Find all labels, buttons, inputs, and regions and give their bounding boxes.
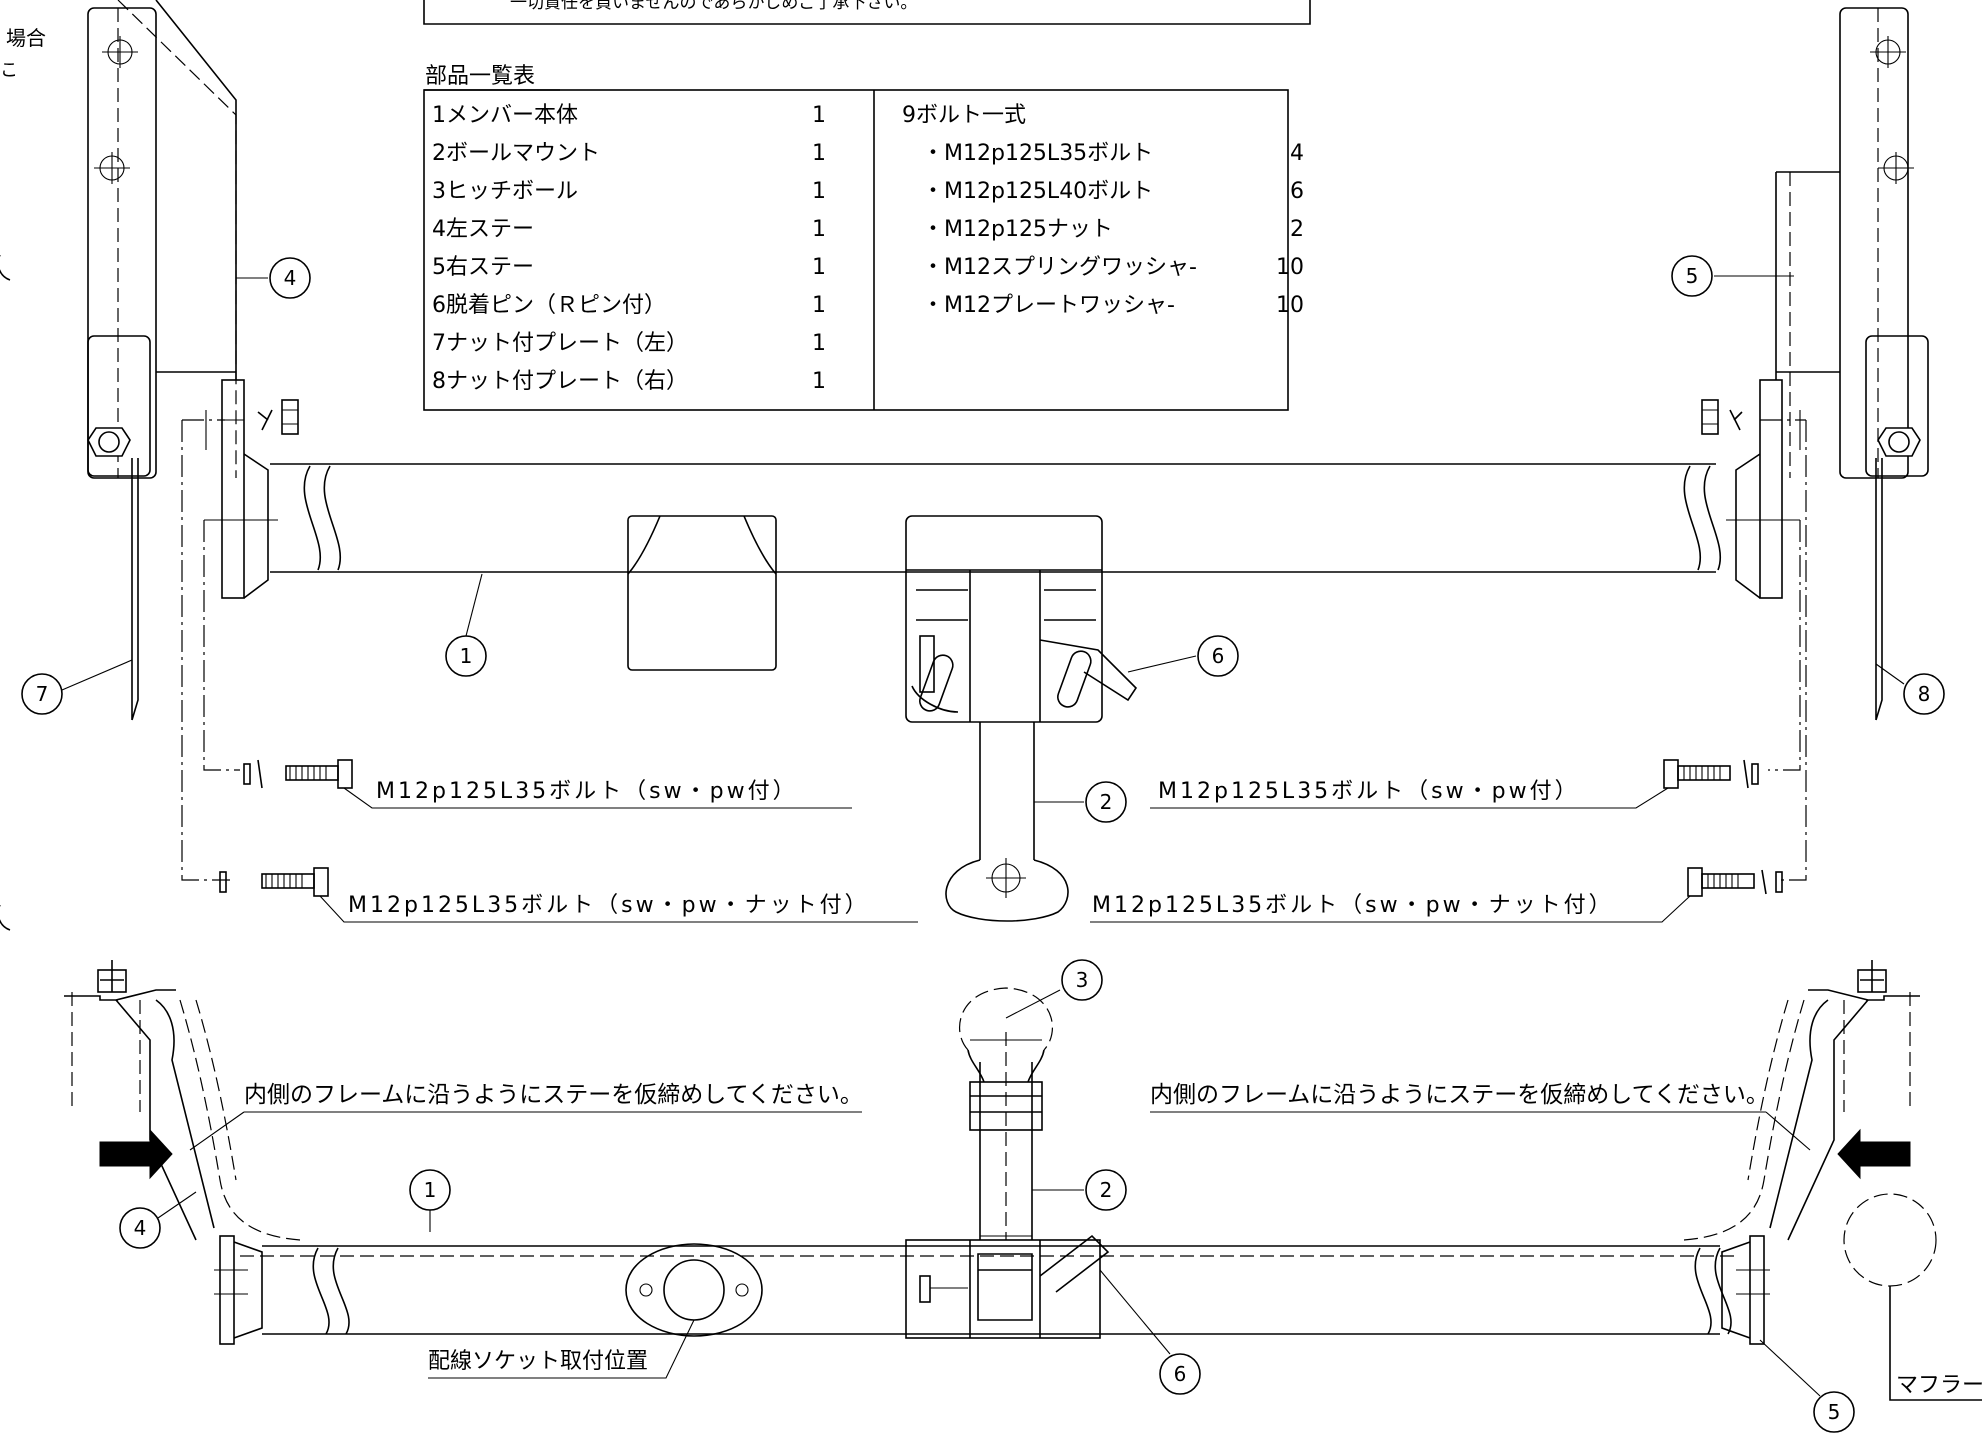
bolt-label-right-upper: M12p125L35ボルト（sw・pw付）: [1158, 779, 1580, 804]
note-right: 内側のフレームに沿うようにステーを仮締めしてください。: [1150, 1082, 1769, 1108]
svg-text:7: 7: [36, 682, 49, 706]
bolt-label-left-upper: M12p125L35ボルト（sw・pw付）: [376, 779, 798, 804]
part-qty-5: 1: [812, 255, 826, 280]
bolt-set-item-5: ・M12プレートワッシャ-: [922, 293, 1175, 318]
callout-7: 7: [21, 673, 63, 715]
member-bottom: [240, 987, 1740, 1339]
muffler: マフラー: [1843, 1193, 1982, 1401]
part-name-2: 2ボールマウント: [432, 141, 600, 166]
svg-text:1: 1: [460, 644, 473, 668]
callout-4-top: 4: [269, 257, 311, 299]
member-top: [270, 463, 1721, 922]
svg-text:5: 5: [1686, 264, 1699, 288]
bolt-set-item-1: ・M12p125L35ボルト: [922, 141, 1153, 166]
callout-5-bottom: 5: [1813, 1391, 1855, 1433]
bolt-set-qty-5: 10: [1276, 293, 1304, 318]
bolt-label-left-lower: M12p125L35ボルト（sw・pw・ナット付）: [348, 893, 870, 918]
svg-text:3: 3: [1076, 968, 1089, 992]
parts-table-title: 部品一覧表: [425, 64, 535, 89]
right-frame-bottom: [1683, 960, 1920, 1345]
callout-6-top: 6: [1197, 635, 1239, 677]
callout-1-top: 1: [445, 635, 487, 677]
socket-label: 配線ソケット取付位置: [428, 1349, 648, 1374]
bolt-set-qty-3: 2: [1290, 217, 1304, 242]
muffler-label: マフラー: [1896, 1373, 1982, 1398]
callout-6-bottom: 6: [1159, 1353, 1201, 1395]
svg-text:5: 5: [1828, 1400, 1841, 1424]
callout-8: 8: [1903, 673, 1945, 715]
bolt-set-item-4: ・M12スプリングワッシャ-: [922, 255, 1197, 280]
bolt-label-right-lower: M12p125L35ボルト（sw・pw・ナット付）: [1092, 893, 1614, 918]
svg-text:8: 8: [1918, 682, 1931, 706]
bolt-labels: M12p125L35ボルト（sw・pw付） M12p125L35ボルト（sw・p…: [319, 779, 1691, 923]
arrow-left-icon: [1837, 1128, 1911, 1180]
parts-right-list: 9ボルト一式 ・M12p125L35ボルト 4 ・M12p125L40ボルト 6…: [902, 103, 1304, 318]
bolt-set-qty-1: 4: [1290, 141, 1304, 166]
bolt-set-qty-4: 10: [1276, 255, 1304, 280]
left-frame-bottom: [64, 960, 301, 1345]
left-cut-text-1: 場合: [6, 26, 46, 50]
parts-left-list: 1メンバー本体 1 2ボールマウント 1 3ヒッチボール 1 4左ステー 1 5…: [432, 103, 826, 394]
callout-4-bottom: 4: [119, 1207, 161, 1249]
bolt-set-item-2: ・M12p125L40ボルト: [922, 179, 1153, 204]
part-qty-2: 1: [812, 141, 826, 166]
right-stay-top: [1701, 0, 1929, 721]
part-name-3: 3ヒッチボール: [432, 179, 578, 204]
part-name-4: 4左ステー: [432, 217, 534, 242]
part-qty-6: 1: [812, 293, 826, 318]
part-qty-1: 1: [812, 103, 826, 128]
part-qty-7: 1: [812, 331, 826, 356]
callout-1-bottom: 1: [409, 1169, 451, 1211]
part-name-6: 6脱着ピン（Ｒピン付）: [432, 293, 666, 318]
part-qty-4: 1: [812, 217, 826, 242]
part-name-1: 1メンバー本体: [432, 103, 578, 128]
callout-3: 3: [1061, 959, 1103, 1001]
callout-2-bottom: 2: [1085, 1169, 1127, 1211]
callout-group: 4 1 6 2 5 7 8 3 2 1 4 6 5: [21, 255, 1945, 1433]
svg-text:2: 2: [1100, 790, 1113, 814]
bolt-set-title: 9ボルト一式: [902, 103, 1026, 128]
left-cut-text-2: こ: [0, 60, 18, 81]
svg-text:4: 4: [134, 1216, 147, 1240]
svg-text:2: 2: [1100, 1178, 1113, 1202]
callout-5-top: 5: [1671, 255, 1713, 297]
notice-text: 一切責任を負いませんのであらかじめご了承下さい。: [510, 0, 917, 13]
note-left: 内側のフレームに沿うようにステーを仮締めしてください。: [244, 1082, 863, 1108]
part-qty-3: 1: [812, 179, 826, 204]
arrow-right-icon: [99, 1128, 173, 1180]
part-name-7: 7ナット付プレート（左）: [432, 331, 688, 356]
part-name-5: 5右ステー: [432, 255, 534, 280]
parts-table: 部品一覧表 1メンバー本体 1 2ボールマウント 1 3ヒッチボール 1 4左ス…: [423, 64, 1304, 411]
svg-text:4: 4: [284, 266, 297, 290]
svg-text:6: 6: [1174, 1362, 1187, 1386]
notice-box: 一切責任を負いませんのであらかじめご了承下さい。: [423, 0, 1311, 25]
callout-2-top: 2: [1085, 781, 1127, 823]
part-qty-8: 1: [812, 369, 826, 394]
bolt-set-item-3: ・M12p125ナット: [922, 217, 1113, 242]
bolt-set-qty-2: 6: [1290, 179, 1304, 204]
svg-text:1: 1: [424, 1178, 437, 1202]
bolts-top: [219, 759, 1783, 897]
part-name-8: 8ナット付プレート（右）: [432, 369, 688, 394]
left-stay-top: [87, 0, 299, 721]
svg-text:6: 6: [1212, 644, 1225, 668]
